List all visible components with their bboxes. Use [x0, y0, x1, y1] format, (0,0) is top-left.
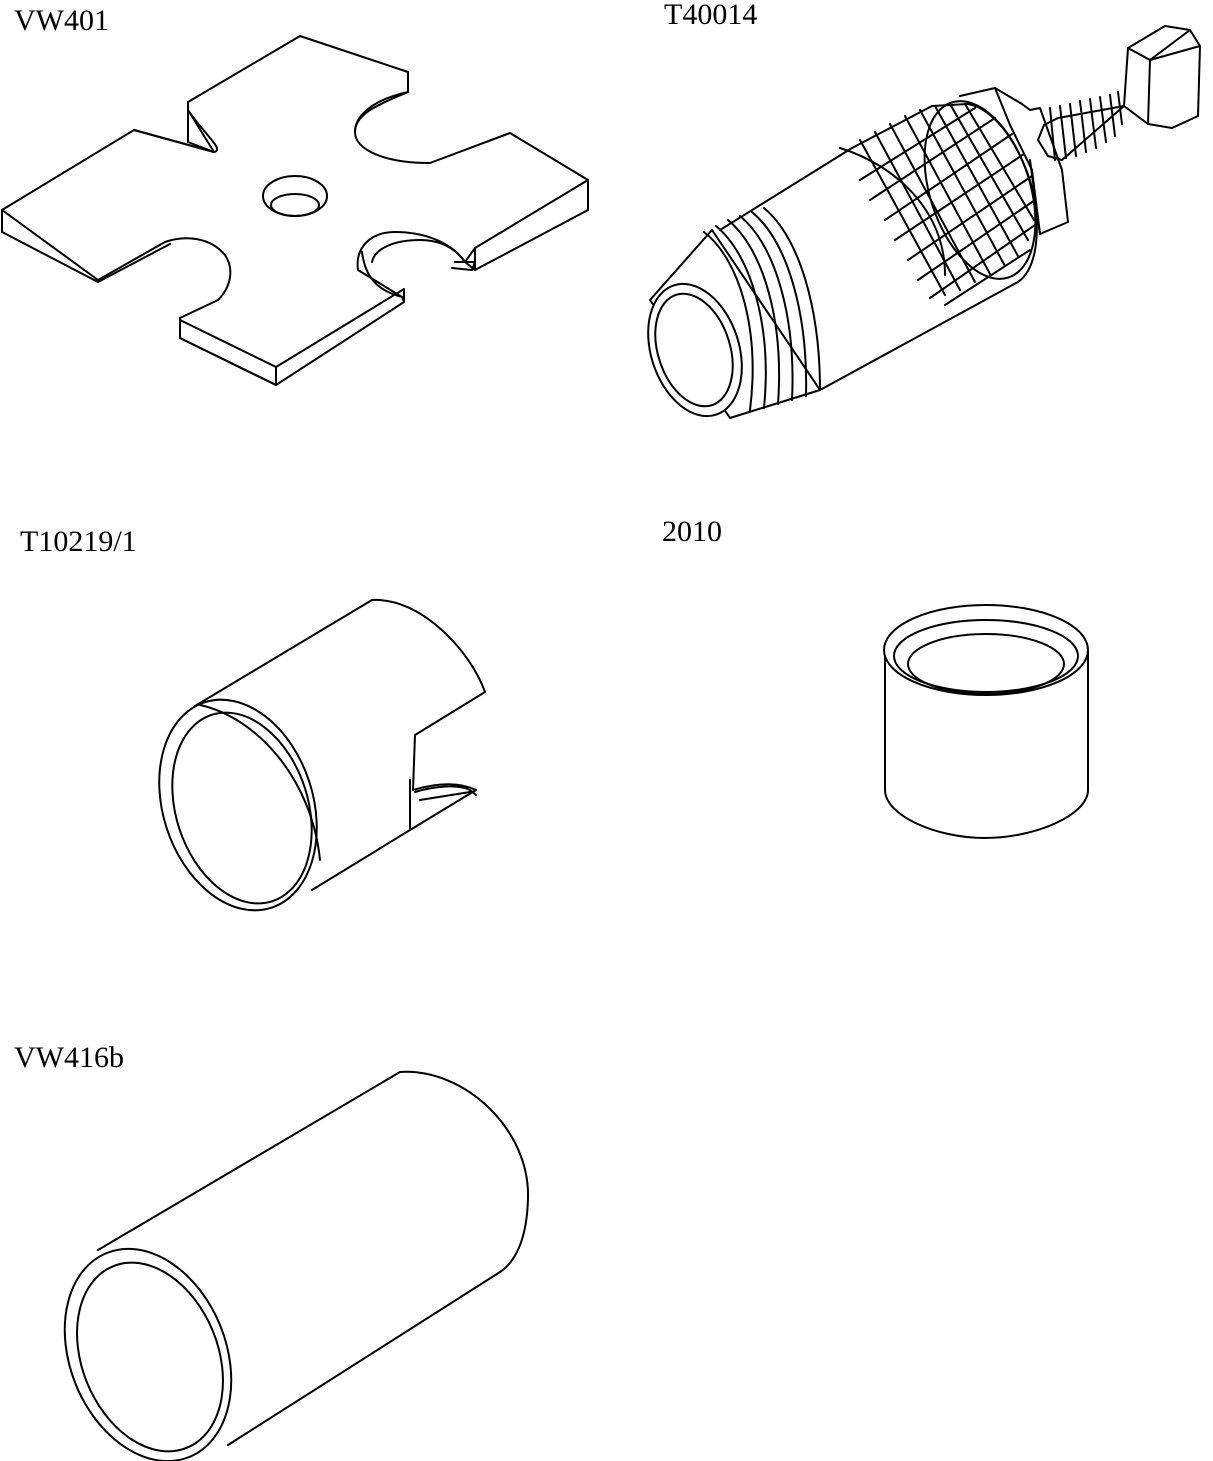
- c2010-ring-drawing: [883, 604, 1089, 839]
- t40014-adapter-drawing: [647, 25, 1201, 419]
- vw416b-tube-drawing: [63, 1070, 530, 1461]
- tool-label-2010: 2010: [662, 515, 722, 548]
- tool-label-vw416b: VW416b: [14, 1041, 124, 1074]
- tool-label-vw401: VW401: [14, 4, 109, 37]
- tool-label-t10219-1: T10219/1: [20, 525, 137, 558]
- vw401-plate-drawing: [1, 35, 589, 386]
- tool-label-t40014: T40014: [664, 0, 758, 31]
- t10219-1-sleeve-drawing: [158, 598, 486, 912]
